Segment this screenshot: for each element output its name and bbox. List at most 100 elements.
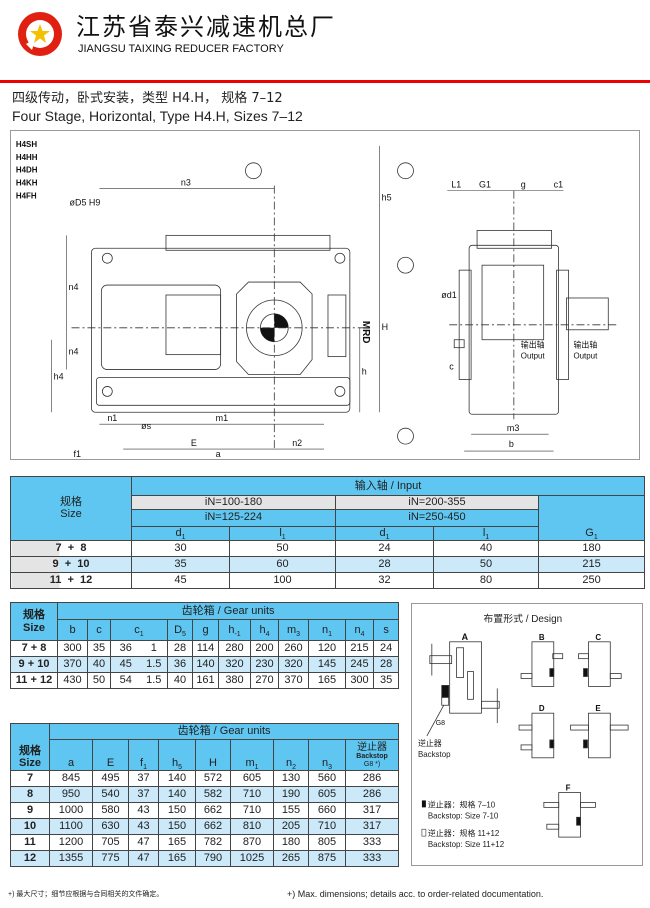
text-cell: 40 <box>433 539 539 557</box>
col-header: g <box>192 619 219 641</box>
model-list: H4SH H4HH H4DH H4KH H4FH <box>16 140 38 201</box>
text-cell: A <box>462 632 469 642</box>
text-cell: 24 <box>335 539 434 557</box>
text-cell: 规格 <box>60 495 82 508</box>
text-cell: 7 <box>55 541 62 554</box>
text-cell: 250 <box>537 571 646 589</box>
ratio-header: iN=250-450 <box>335 508 539 527</box>
text-cell: 47 <box>128 850 159 867</box>
col-header: s <box>372 619 400 641</box>
text-cell: 810 <box>230 818 274 835</box>
ratio-header: iN=200-355 <box>335 495 539 510</box>
text-cell: 215 <box>537 555 646 573</box>
col-header-d1: d1 <box>131 525 230 541</box>
text-cell: 80 <box>433 571 539 589</box>
col-header: h-1 <box>218 619 251 641</box>
text-cell: 8 <box>80 541 87 554</box>
text-cell: 28 <box>372 656 400 673</box>
text-cell: 8 <box>10 786 50 803</box>
text-cell: 660 <box>308 802 346 819</box>
text-cell: 9 + 10 <box>10 656 58 673</box>
text-cell: 36 <box>110 640 141 657</box>
text-cell: 1200 <box>49 834 93 851</box>
text-cell: 1000 <box>49 802 93 819</box>
dim-n2: n2 <box>292 438 302 448</box>
dim-h4: h4 <box>54 371 64 381</box>
text-cell: 10 <box>10 818 50 835</box>
dim-g1: G1 <box>479 180 491 190</box>
text-cell: 36 <box>167 656 193 673</box>
text-cell: 37 <box>128 770 159 787</box>
text-cell: 710 <box>230 802 274 819</box>
col-header: n3 <box>308 739 346 771</box>
col-header: f1 <box>128 739 159 771</box>
text-cell: 35 <box>87 640 111 657</box>
text-cell: 805 <box>308 834 346 851</box>
col-header: c1 <box>110 619 168 641</box>
text-cell: 495 <box>92 770 129 787</box>
text-cell: 380 <box>218 672 251 689</box>
text-cell: 155 <box>273 802 309 819</box>
text-cell: Size <box>60 508 82 521</box>
text-cell: 50 <box>229 539 336 557</box>
text-cell: 782 <box>195 834 231 851</box>
dim-b: b <box>509 439 514 449</box>
dim-n3: n3 <box>181 178 191 188</box>
text-cell: 1100 <box>49 818 93 835</box>
dim-d1: ød1 <box>441 290 456 300</box>
text-cell: 705 <box>92 834 129 851</box>
col-header: n2 <box>273 739 309 771</box>
text-cell: 40 <box>87 656 111 673</box>
footnote-cn: +) 最大尺寸；细节应根据与合同相关的文件确定。 <box>8 891 164 898</box>
text-cell: Size <box>18 757 41 770</box>
ratio-header: iN=125-224 <box>131 508 336 527</box>
text-cell: C <box>595 633 601 642</box>
text-cell: Backstop: Size 11+12 <box>428 840 504 849</box>
variant-c: C <box>578 633 622 687</box>
model-label: H4HH <box>16 153 38 162</box>
company-name-cn: 江苏省泰兴减速机总厂 <box>76 13 336 41</box>
dim-m1: m1 <box>216 413 228 423</box>
text-cell: 规格 <box>23 608 45 621</box>
text-cell: 145 <box>308 656 346 673</box>
text-cell: 845 <box>49 770 93 787</box>
text-cell: 7 <box>10 770 50 787</box>
col-header: h4 <box>250 619 279 641</box>
text-cell: 582 <box>195 786 231 803</box>
text-cell: 130 <box>273 770 309 787</box>
dim-s: øs <box>141 421 151 431</box>
col-header: b <box>57 619 88 641</box>
output-label-en: Output <box>521 352 546 361</box>
text-cell: 12 <box>80 573 93 586</box>
text-cell: 245 <box>345 656 374 673</box>
model-label: H4FH <box>16 192 37 201</box>
dim-g: g <box>521 180 526 190</box>
dim-m3: m3 <box>507 423 519 433</box>
col-header: n1 <box>308 619 346 641</box>
text-cell: 320 <box>278 656 309 673</box>
side-view <box>447 190 619 452</box>
col-header-g1: G1 <box>537 495 646 541</box>
text-cell: 1355 <box>49 850 93 867</box>
text-cell: 35 <box>372 672 400 689</box>
text-cell: F <box>566 784 571 793</box>
text-cell: 230 <box>250 656 279 673</box>
text-cell: 1 <box>140 640 168 657</box>
variant-d: D <box>518 704 555 759</box>
text-cell: Size <box>22 621 45 634</box>
text-cell: 30 <box>131 539 230 557</box>
col-header: H <box>195 739 231 771</box>
text-cell: 165 <box>158 834 196 851</box>
text-cell: 24 <box>372 640 400 657</box>
text-cell: 140 <box>158 770 196 787</box>
text-cell: 370 <box>278 672 309 689</box>
backstop-label-en: Backstop <box>418 750 451 759</box>
text-cell: 165 <box>308 672 346 689</box>
company-logo <box>16 10 64 58</box>
